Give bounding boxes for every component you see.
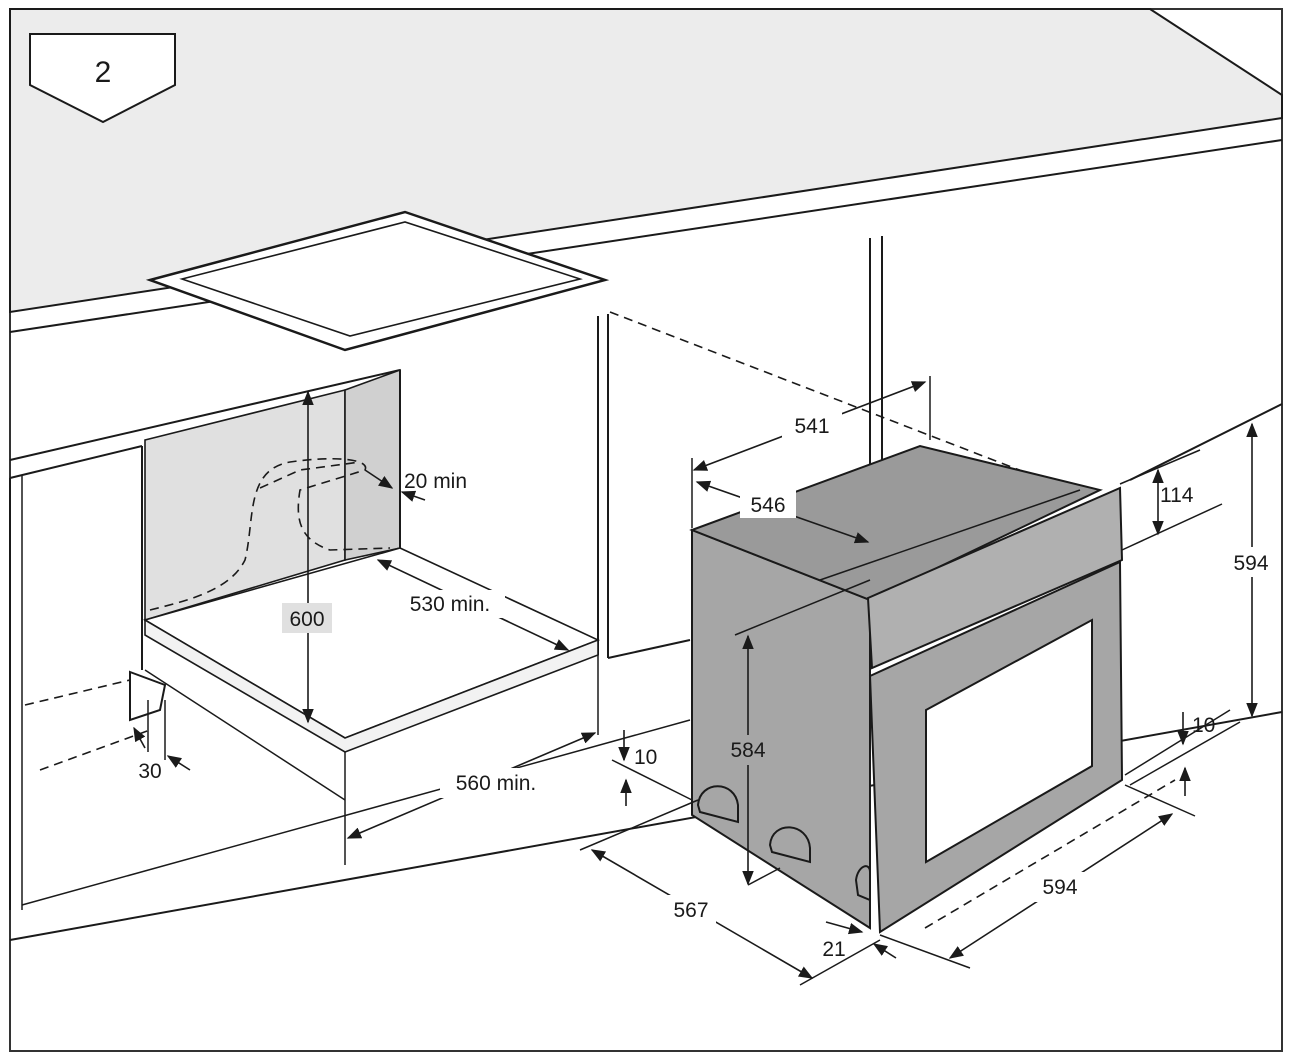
dim-label-30: 30 <box>138 760 161 783</box>
oven-top <box>689 444 1103 602</box>
step-number: 2 <box>95 56 112 89</box>
dim-label-584: 584 <box>730 739 765 762</box>
dim-label-541: 541 <box>794 415 829 438</box>
dim-label-594-height: 594 <box>1233 552 1268 575</box>
dim-label-20-min: 20 min <box>404 470 467 493</box>
dim-label-530-min: 530 min. <box>410 593 491 616</box>
oven-foot-3 <box>854 865 871 902</box>
dim-label-560-min: 560 min. <box>456 772 537 795</box>
cable-loop <box>149 457 391 611</box>
oven-window <box>925 618 1093 864</box>
dim-label-10-right: 10 <box>1192 714 1215 737</box>
oven <box>689 444 1124 934</box>
dim-label-114: 114 <box>1160 484 1194 507</box>
plinth-cut <box>129 670 167 722</box>
step-badge <box>29 33 176 124</box>
niche-side-wall <box>344 368 401 561</box>
hob-glass <box>179 221 583 337</box>
dim-label-546: 546 <box>750 494 785 517</box>
oven-foot-1 <box>696 785 739 824</box>
dim-label-10-left: 10 <box>634 746 657 769</box>
dim-label-600: 600 <box>289 608 324 631</box>
dim-label-567: 567 <box>673 899 708 922</box>
dim-label-594-width: 594 <box>1042 876 1077 899</box>
oven-control-panel <box>866 486 1124 670</box>
dim-label-21: 21 <box>822 938 845 961</box>
